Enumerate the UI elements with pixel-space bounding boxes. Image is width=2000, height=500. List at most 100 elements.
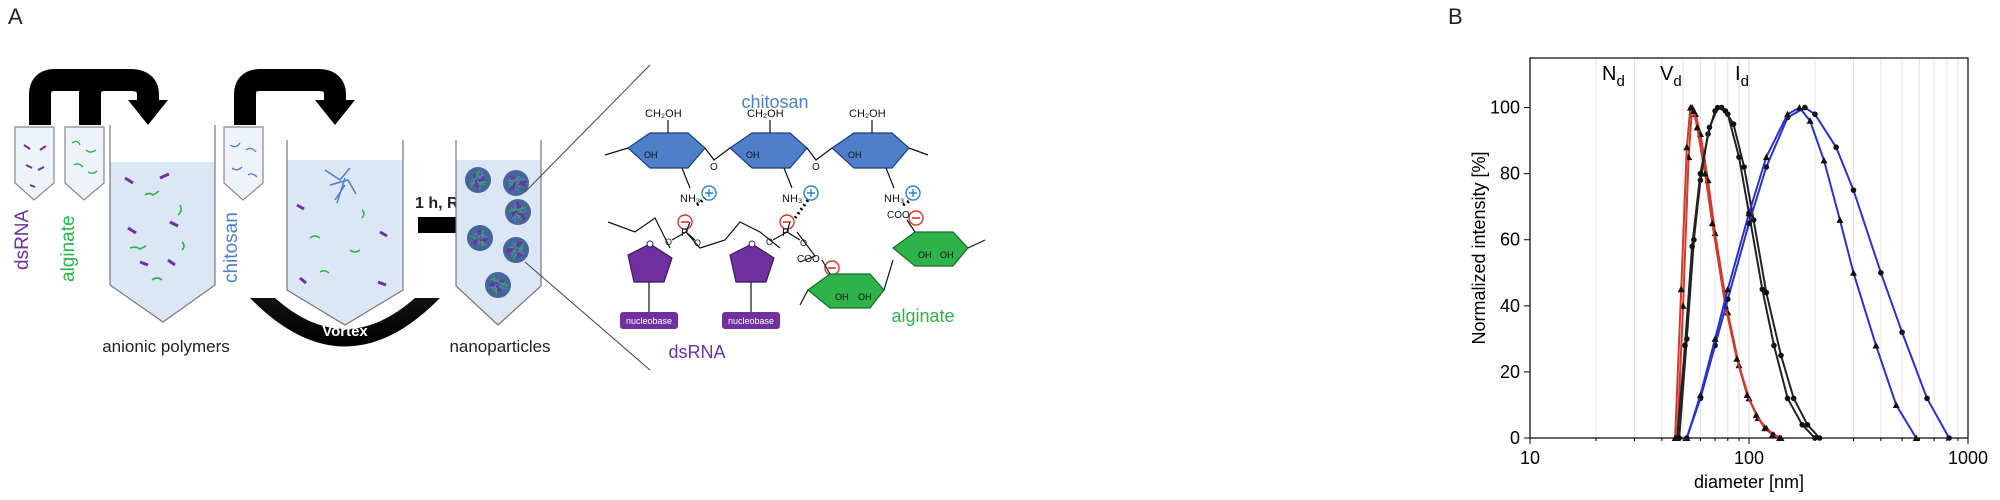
data-point (1763, 289, 1770, 296)
mix-arrow-1 (29, 69, 159, 125)
panel-b-label: B (1448, 4, 1463, 29)
data-point (1724, 285, 1732, 293)
alg-oh-1: OH (835, 292, 849, 302)
y-tick-label: 20 (1500, 362, 1520, 382)
data-point (1697, 170, 1704, 177)
nh3-1: NH₃ (680, 193, 700, 205)
caption-anionic-polymers: anionic polymers (102, 337, 230, 356)
data-point (1741, 164, 1747, 170)
y-tick-label: 60 (1500, 230, 1520, 250)
tube-alginate (64, 126, 105, 201)
vortex-label: Vortex (322, 323, 368, 340)
minus-charge-2 (779, 214, 795, 230)
data-point (1722, 108, 1729, 114)
nucleobase-1: nucleobase (626, 316, 672, 326)
zoom-line-top (524, 64, 651, 193)
data-point (1690, 107, 1698, 114)
oh-3: OH (848, 150, 862, 160)
data-point (1820, 156, 1828, 164)
data-point (1804, 421, 1811, 428)
data-point (1776, 434, 1784, 441)
data-point (1759, 286, 1766, 293)
data-point (1733, 355, 1741, 362)
coo-2: COO (887, 210, 910, 221)
data-point (1778, 352, 1784, 359)
ionic-bonds (696, 196, 912, 219)
dsrna-backbone: P P O O O O nucleobase nucleobase (607, 217, 816, 329)
nanoparticle (503, 237, 529, 263)
tube-dsrna (14, 126, 55, 201)
data-point (1677, 285, 1685, 293)
data-point (1761, 424, 1769, 432)
o-link-2: O (812, 162, 820, 173)
data-point (1946, 435, 1952, 441)
data-point (1892, 401, 1900, 408)
caption-nanoparticles: nanoparticles (449, 337, 550, 356)
tube-vortex (286, 140, 404, 326)
data-point (1872, 341, 1880, 349)
o-p2-b: O (800, 238, 807, 248)
data-point (1878, 269, 1884, 276)
tube-label-alginate: alginate (58, 215, 79, 282)
alg-oh-4: OH (940, 250, 954, 260)
x-axis-label: diameter [nm] (1694, 472, 1804, 492)
y-tick-label: 100 (1490, 98, 1520, 118)
nanoparticle (467, 225, 493, 251)
data-point (1752, 411, 1760, 418)
alg-oh-3: OH (918, 250, 932, 260)
data-point (1689, 243, 1695, 250)
ch2oh-2: CH₂OH (747, 108, 784, 120)
data-point (1686, 104, 1694, 111)
data-point (1708, 219, 1716, 227)
data-point (1795, 104, 1803, 111)
data-point (1683, 434, 1691, 441)
ch2oh-3: CH₂OH (849, 108, 886, 120)
o-p1-b: O (694, 238, 701, 248)
data-point (1806, 117, 1814, 124)
tube-anionic-polymers (109, 125, 216, 323)
nanoparticle-clusters (465, 167, 531, 298)
data-point (1692, 110, 1700, 118)
alginate-chain: COO COO OH OH OH OH (797, 210, 986, 309)
data-point (1706, 124, 1713, 131)
x-tick-label: 100 (1734, 448, 1764, 468)
data-point (1750, 217, 1757, 223)
data-point (1743, 391, 1751, 399)
series-3 (1674, 104, 1823, 441)
nanoparticle (485, 272, 511, 298)
y-tick-label: 80 (1500, 164, 1520, 184)
panel-a-label: A (8, 4, 23, 29)
alginate-title: alginate (891, 306, 954, 326)
dsrna-title: dsRNA (668, 342, 725, 362)
data-point (1924, 395, 1930, 402)
p-2: P (782, 227, 789, 239)
data-point (1674, 435, 1680, 441)
coo-1: COO (797, 254, 820, 265)
data-point (1784, 395, 1791, 402)
nanoparticle (503, 170, 529, 196)
nanoparticle (465, 167, 491, 193)
y-tick-label: 40 (1500, 296, 1520, 316)
data-point (1812, 111, 1818, 117)
data-point (1745, 209, 1753, 217)
ch2oh-1: CH₂OH (645, 108, 682, 120)
oh-2: OH (746, 150, 760, 160)
nanoparticle (505, 199, 531, 225)
data-point (1790, 395, 1797, 402)
data-point (1799, 421, 1806, 428)
data-point (1683, 143, 1691, 151)
data-point (1730, 121, 1737, 127)
data-point (1849, 269, 1857, 276)
data-point (1763, 164, 1770, 170)
o-p1-a: O (665, 237, 672, 247)
series-4 (1684, 104, 1952, 441)
data-point (1771, 342, 1777, 349)
data-point (1784, 110, 1792, 118)
minus-charge-3 (908, 210, 924, 226)
plus-charge-3 (905, 185, 921, 201)
tube-label-dsrna: dsRNA (12, 209, 33, 270)
mix-arrow-2-head (315, 100, 355, 125)
o-link-1: O (710, 162, 718, 173)
